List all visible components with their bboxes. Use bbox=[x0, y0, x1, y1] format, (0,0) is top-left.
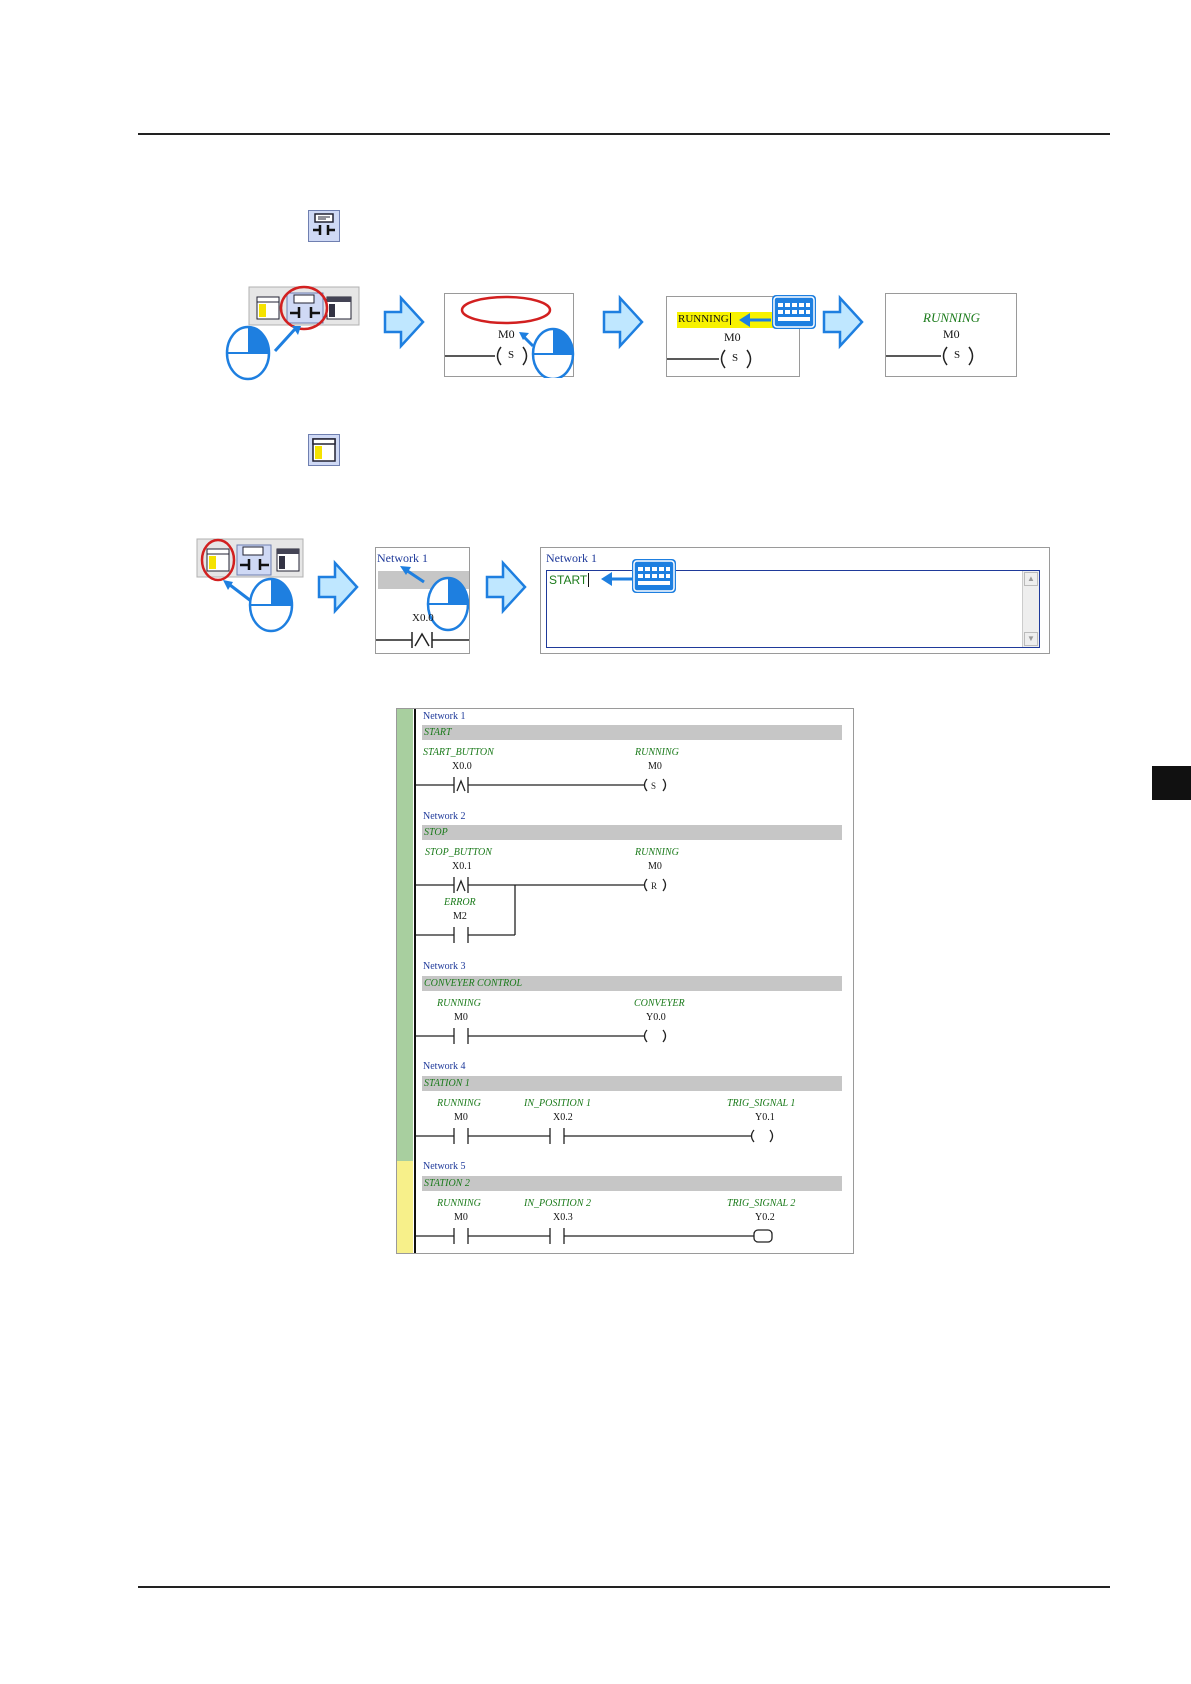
network-comment-bar[interactable]: STATION 2 bbox=[422, 1176, 842, 1191]
network-title: Network 4 bbox=[423, 1061, 466, 1072]
network-comment-panel-input: Network 1 START ▲ ▼ bbox=[540, 547, 1050, 654]
device-comment-panel-result: RUNNING M0 S bbox=[885, 293, 1017, 377]
figure2-diagram bbox=[196, 538, 527, 633]
network-title: Network 1 bbox=[546, 551, 597, 565]
device-address: X0.3 bbox=[553, 1212, 573, 1223]
highlight-circle bbox=[279, 285, 329, 331]
scrollbar[interactable]: ▲ ▼ bbox=[1022, 571, 1039, 647]
arrow-right-icon bbox=[822, 294, 864, 350]
arrow-right-icon bbox=[383, 294, 425, 350]
network-comment-bar[interactable]: START bbox=[422, 725, 842, 740]
device-comment: RUNNING bbox=[437, 998, 481, 1009]
device-address: X0.0 bbox=[452, 761, 472, 772]
header-rule bbox=[138, 133, 1110, 135]
arrow-right-icon bbox=[602, 294, 644, 350]
network-title: Network 1 bbox=[423, 711, 466, 722]
keyboard-icon bbox=[632, 559, 676, 593]
footer-rule bbox=[138, 1586, 1110, 1588]
highlight-circle bbox=[460, 295, 552, 325]
device-address: Y0.2 bbox=[755, 1212, 775, 1223]
device-comment-icon[interactable] bbox=[236, 544, 272, 576]
device-comment: RUNNING bbox=[635, 747, 679, 758]
arrow-right-icon bbox=[317, 559, 359, 615]
network-title: Network 1 bbox=[377, 551, 428, 565]
device-comment-icon[interactable] bbox=[308, 210, 340, 242]
network-comment-icon[interactable] bbox=[206, 548, 230, 572]
network-comment-icon[interactable] bbox=[308, 434, 340, 466]
device-address: X0.1 bbox=[452, 861, 472, 872]
device-address: M2 bbox=[453, 911, 467, 922]
mouse-icon bbox=[426, 576, 469, 632]
ladder-editor: S R Network 1 START START_BUTTON X0.0 RU… bbox=[396, 708, 854, 1254]
mouse-icon bbox=[531, 327, 575, 378]
highlight-circle bbox=[200, 538, 236, 582]
figure1-diagram bbox=[225, 285, 864, 381]
device-address: M0 bbox=[454, 1212, 468, 1223]
device-comment-panel-empty: M0 S bbox=[444, 293, 575, 378]
device-comment: RUNNING bbox=[437, 1098, 481, 1109]
device-comment: START_BUTTON bbox=[423, 747, 494, 758]
device-address: X0.2 bbox=[553, 1112, 573, 1123]
comment-input[interactable]: RUNNING bbox=[678, 313, 731, 325]
left-power-rail bbox=[414, 709, 416, 1253]
network-comment-bar[interactable]: CONVEYER CONTROL bbox=[422, 976, 842, 991]
device-comment: RUNNING bbox=[437, 1198, 481, 1209]
network-comment-bar[interactable]: STOP bbox=[422, 825, 842, 840]
device-comment: RUNNING bbox=[635, 847, 679, 858]
coil-type: S bbox=[954, 349, 961, 361]
coil-type: S bbox=[508, 349, 515, 361]
network-title: Network 3 bbox=[423, 961, 466, 972]
device-comment: TRIG_SIGNAL 2 bbox=[727, 1198, 796, 1209]
scroll-up-icon[interactable]: ▲ bbox=[1024, 572, 1038, 586]
network-comment-panel-empty: Network 1 X0.0 bbox=[375, 547, 470, 654]
network-gutter-green bbox=[397, 709, 413, 1161]
table-icon bbox=[276, 548, 300, 572]
network-gutter-yellow bbox=[397, 1161, 413, 1253]
mouse-icon bbox=[248, 577, 294, 633]
device-address: M0 bbox=[648, 761, 662, 772]
device-address: M0 bbox=[943, 327, 960, 341]
network-comment-icon[interactable] bbox=[256, 296, 280, 320]
device-comment: IN_POSITION 1 bbox=[524, 1098, 591, 1109]
comment-input-text: START bbox=[549, 573, 590, 587]
mouse-icon bbox=[225, 325, 271, 381]
table-icon bbox=[326, 296, 352, 320]
keyboard-icon bbox=[772, 295, 816, 329]
device-comment: TRIG_SIGNAL 1 bbox=[727, 1098, 796, 1109]
device-address: Y0.0 bbox=[646, 1012, 666, 1023]
network-title: Network 2 bbox=[423, 811, 466, 822]
arrow-right-icon bbox=[485, 559, 527, 615]
device-comment: ERROR bbox=[444, 897, 476, 908]
device-comment-icon[interactable] bbox=[286, 292, 324, 324]
chapter-tab bbox=[1152, 766, 1191, 800]
device-comment: RUNNING bbox=[923, 310, 981, 325]
device-address: M0 bbox=[454, 1112, 468, 1123]
device-comment: CONVEYER bbox=[634, 998, 685, 1009]
device-comment: IN_POSITION 2 bbox=[524, 1198, 591, 1209]
device-address: M0 bbox=[454, 1012, 468, 1023]
coil-type: S bbox=[732, 352, 739, 364]
device-address: M0 bbox=[724, 330, 741, 344]
network-title: Network 5 bbox=[423, 1161, 466, 1172]
network-comment-bar[interactable]: STATION 1 bbox=[422, 1076, 842, 1091]
device-comment: STOP_BUTTON bbox=[425, 847, 492, 858]
device-address: M0 bbox=[648, 861, 662, 872]
device-address: Y0.1 bbox=[755, 1112, 775, 1123]
scroll-down-icon[interactable]: ▼ bbox=[1024, 632, 1038, 646]
device-address: X0.0 bbox=[412, 612, 434, 624]
svg-text:S: S bbox=[651, 781, 656, 791]
svg-text:R: R bbox=[651, 881, 657, 891]
device-address: M0 bbox=[498, 327, 515, 341]
network-comment-textarea[interactable]: START ▲ ▼ bbox=[546, 570, 1040, 648]
